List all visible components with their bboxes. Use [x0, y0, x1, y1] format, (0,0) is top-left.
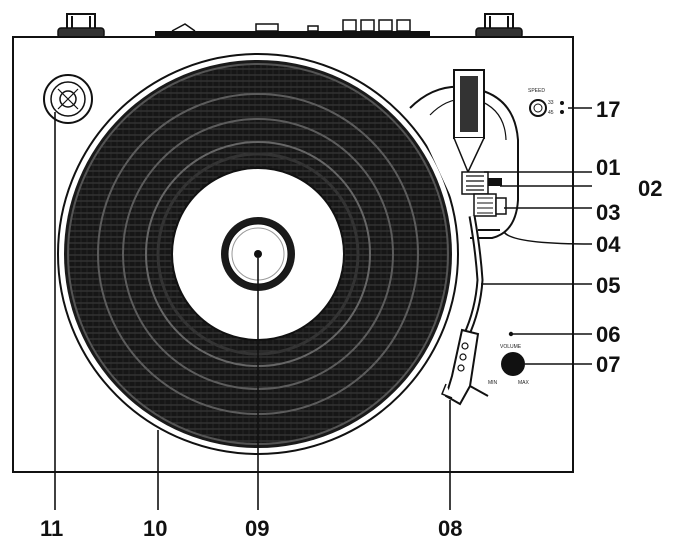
- volume-text: VOLUME: [500, 344, 522, 350]
- rear-hardware: [57, 13, 523, 39]
- speed-title-text: SPEED: [528, 88, 545, 94]
- power-indicator: [508, 331, 514, 337]
- headshell: [441, 328, 489, 406]
- rear-connector-strip: [155, 19, 430, 37]
- volume-max-text: MAX: [518, 380, 530, 386]
- spindle: [254, 250, 262, 258]
- callout-06: 06: [596, 322, 620, 347]
- callout-08: 08: [438, 516, 462, 541]
- callout-05: 05: [596, 273, 620, 298]
- callout-01: 01: [596, 155, 620, 180]
- tonearm: [462, 215, 484, 338]
- callout-02: 02: [638, 176, 662, 201]
- anti-skate-and-pivot: [461, 171, 507, 217]
- speed-33-text: 33: [548, 100, 554, 106]
- callout-10: 10: [143, 516, 167, 541]
- callout-09: 09: [245, 516, 269, 541]
- adapter-holder: [43, 74, 93, 124]
- volume-min-text: MIN: [488, 380, 498, 386]
- volume-knob[interactable]: VOLUME MIN MAX: [488, 344, 530, 386]
- callout-17: 17: [596, 97, 620, 122]
- speed-switch[interactable]: SPEED 33 45: [528, 88, 564, 117]
- right-hinge: [475, 13, 523, 39]
- callout-03: 03: [596, 200, 620, 225]
- callout-04: 04: [596, 232, 621, 257]
- callout-11: 11: [40, 516, 63, 541]
- left-hinge: [57, 13, 105, 39]
- leader-lines: [54, 107, 593, 510]
- callout-07: 07: [596, 352, 620, 377]
- speed-45-text: 45: [548, 110, 554, 116]
